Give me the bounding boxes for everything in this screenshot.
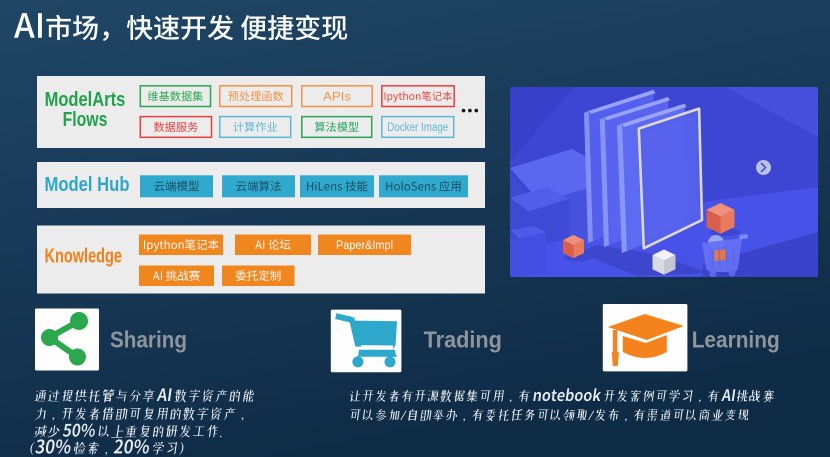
- svg-text:Flows: Flows: [63, 109, 108, 131]
- svg-text:Sharing: Sharing: [110, 327, 187, 353]
- svg-text:Trading: Trading: [424, 327, 502, 353]
- svg-text:APIs: APIs: [323, 91, 351, 103]
- svg-text:Knowledge: Knowledge: [45, 246, 123, 268]
- svg-text:ModelArts: ModelArts: [45, 89, 126, 111]
- svg-text:Paper&Impl: Paper&Impl: [336, 240, 393, 252]
- svg-text:Learning: Learning: [692, 327, 780, 353]
- svg-text:Model Hub: Model Hub: [45, 174, 130, 196]
- svg-text:Docker Image: Docker Image: [387, 122, 448, 134]
